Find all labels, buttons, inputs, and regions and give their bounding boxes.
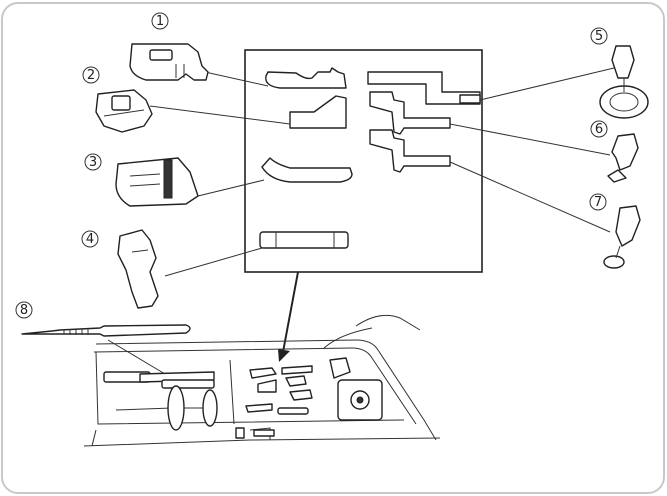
detail-slot-foot-2 — [289, 95, 347, 129]
detail-slot-foot-7 — [369, 129, 451, 173]
presser-foot-7 — [603, 205, 641, 269]
label-1: 1 — [156, 14, 164, 29]
detail-slot-foot-3 — [261, 157, 353, 183]
screwdriver-8 — [21, 324, 191, 337]
label-6: 6 — [595, 122, 603, 137]
detail-slot-foot-6 — [369, 91, 451, 135]
detail-slot-foot-4 — [259, 231, 349, 249]
presser-foot-2 — [95, 89, 153, 133]
leader-lines — [107, 67, 615, 375]
storage-arrow — [278, 271, 299, 362]
presser-foot-4 — [117, 229, 159, 309]
label-3: 3 — [89, 155, 97, 170]
detail-slot-foot-1 — [265, 67, 347, 89]
detail-slot-foot-5 — [367, 71, 481, 105]
label-2: 2 — [87, 68, 95, 83]
presser-foot-3 — [115, 157, 199, 207]
label-8: 8 — [20, 303, 28, 318]
label-5: 5 — [595, 29, 603, 44]
presser-foot-1 — [129, 43, 209, 81]
presser-foot-6 — [607, 133, 639, 183]
presser-foot-5 — [599, 45, 649, 119]
machine-storage-compartment — [83, 314, 441, 447]
label-4: 4 — [86, 232, 94, 247]
label-7: 7 — [594, 195, 602, 210]
